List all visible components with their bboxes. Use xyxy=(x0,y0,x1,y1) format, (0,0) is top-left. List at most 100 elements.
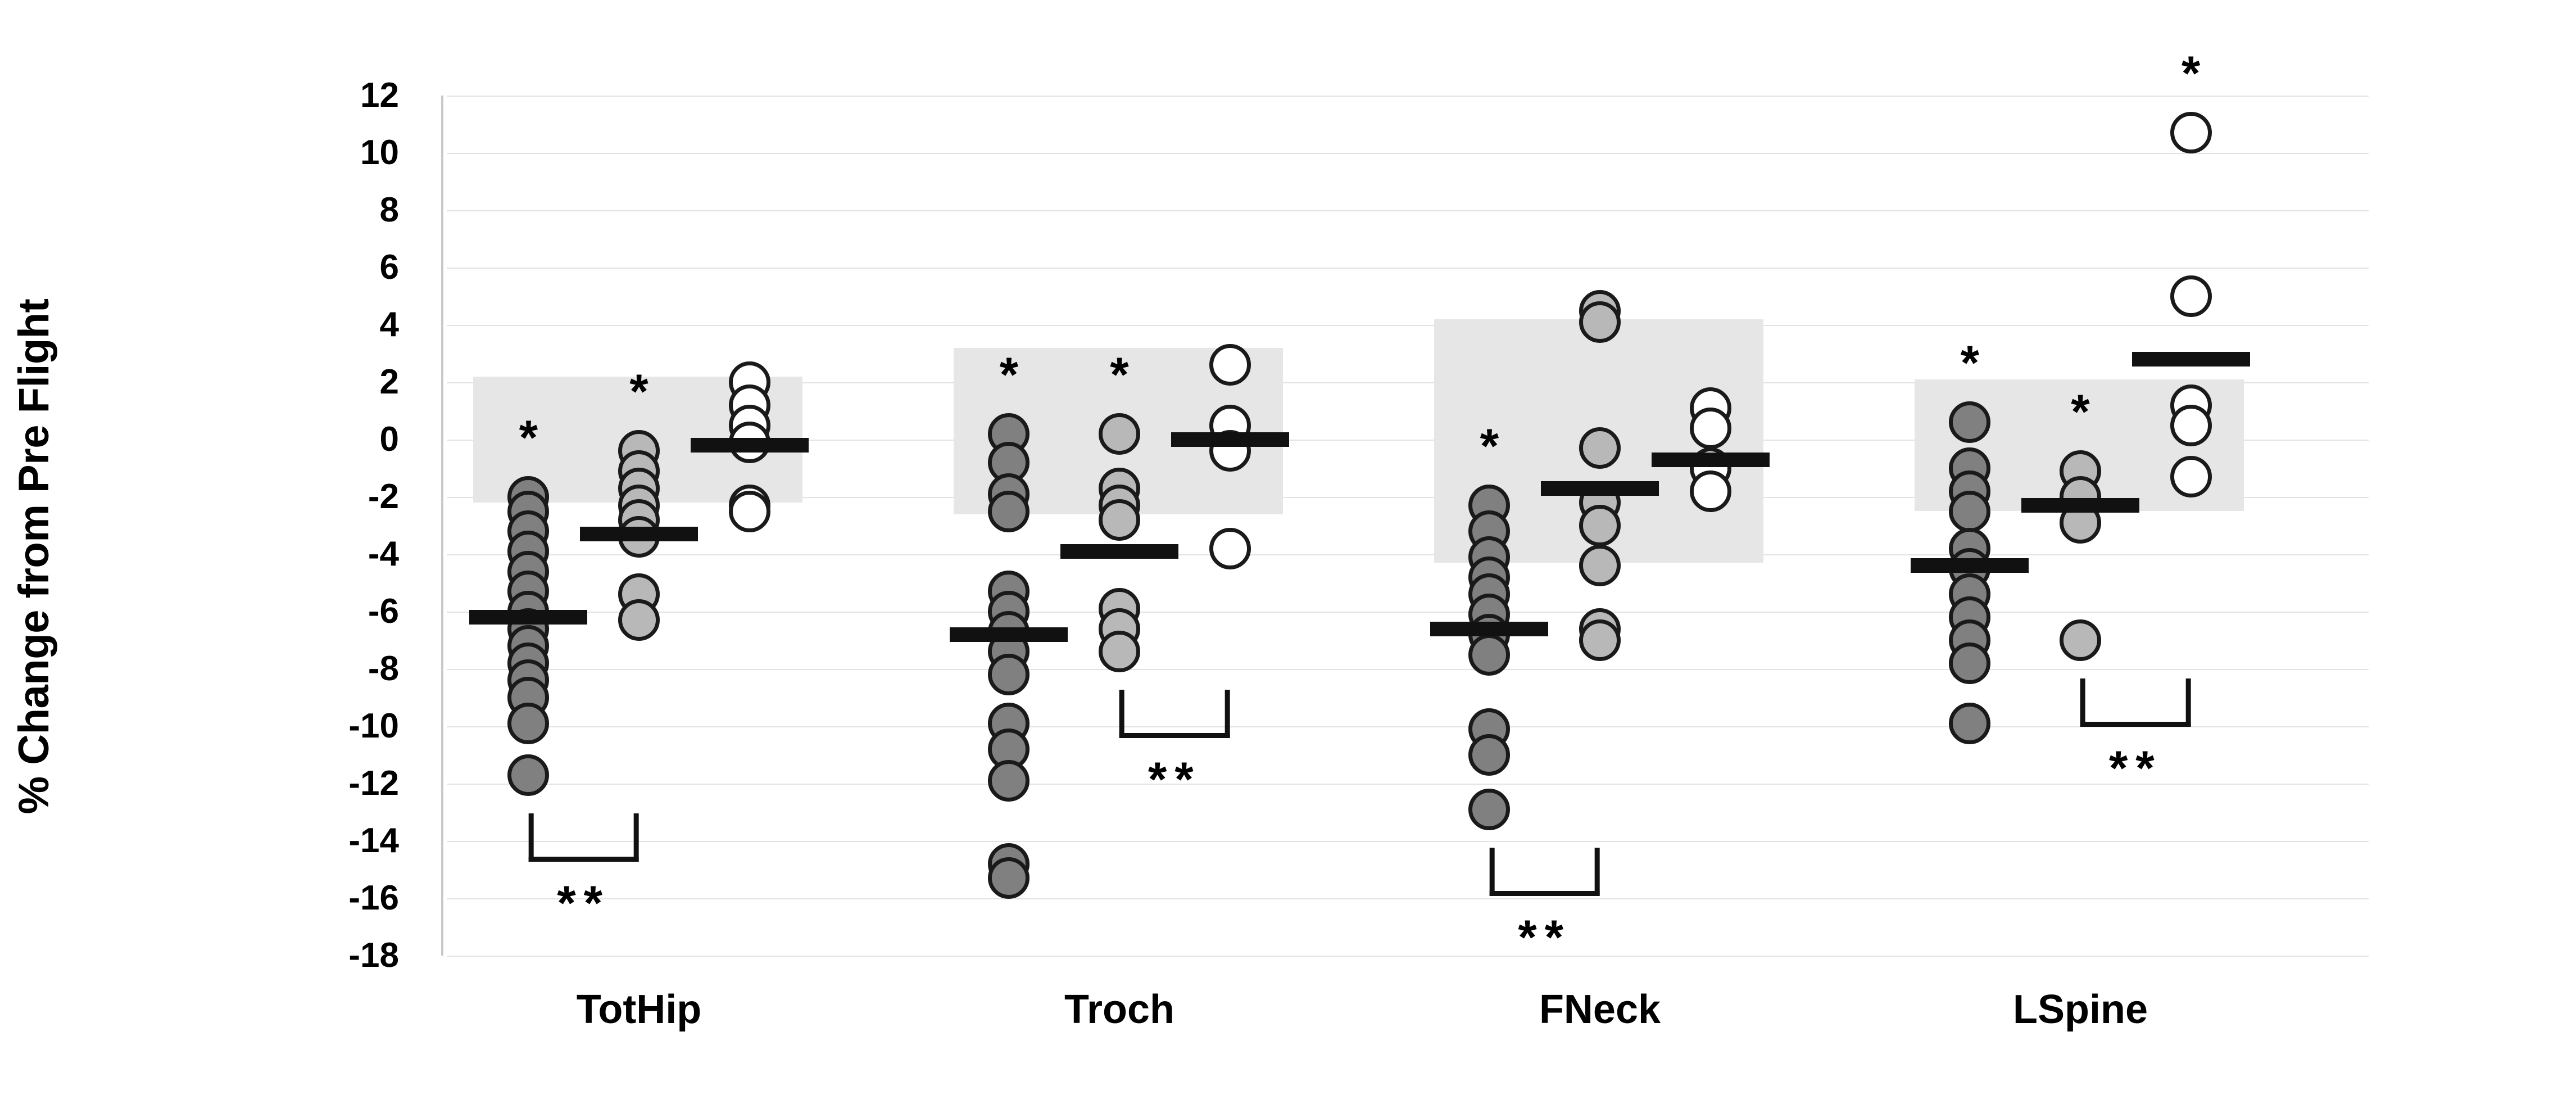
data-point xyxy=(1099,631,1140,673)
bracket-significance-label: ** xyxy=(1148,753,1201,807)
gridline xyxy=(447,784,2369,785)
y-tick-label: -14 xyxy=(348,821,399,860)
mean-marker xyxy=(690,438,809,453)
data-point xyxy=(2170,404,2212,446)
data-point xyxy=(1689,407,1731,449)
data-point xyxy=(1099,413,1140,455)
data-point xyxy=(1579,427,1621,469)
mean-marker xyxy=(950,627,1068,642)
mean-marker xyxy=(1060,544,1178,559)
y-tick-label: -2 xyxy=(368,477,399,516)
y-axis-tick-labels: 12 10 8 6 4 2 0 -2 -4 -6 -8 -10 -12 -14 -16 -18 xyxy=(270,0,399,1113)
significance-asterisk: * xyxy=(2181,47,2201,101)
data-point xyxy=(1468,734,1511,776)
gridline xyxy=(447,726,2369,727)
y-tick-label: 10 xyxy=(360,133,399,172)
gridline xyxy=(447,96,2369,97)
data-point xyxy=(2060,619,2101,661)
data-point xyxy=(1468,788,1511,830)
y-tick-label: 2 xyxy=(379,363,399,401)
gridline xyxy=(447,612,2369,613)
data-point xyxy=(1099,499,1140,541)
y-tick-label: 8 xyxy=(379,191,399,229)
mean-marker xyxy=(1430,621,1549,636)
gridline xyxy=(447,497,2369,498)
gridline xyxy=(447,669,2369,670)
gridline xyxy=(447,554,2369,555)
y-tick-label: -10 xyxy=(348,707,399,745)
comparison-bracket xyxy=(1119,690,1230,739)
gridline xyxy=(447,268,2369,269)
mean-marker xyxy=(1171,432,1289,447)
x-tick-label: Troch xyxy=(1064,987,1175,1032)
mean-marker xyxy=(1541,481,1659,496)
y-tick-label: -6 xyxy=(368,592,399,631)
data-point xyxy=(1209,344,1251,386)
data-point xyxy=(1949,490,1991,532)
data-point xyxy=(988,654,1030,696)
data-point xyxy=(1689,470,1731,512)
y-tick-label: -18 xyxy=(348,936,399,975)
y-tick-label: -12 xyxy=(348,764,399,803)
mean-marker xyxy=(580,527,698,542)
gridline xyxy=(447,956,2369,957)
gridline xyxy=(447,841,2369,842)
data-point xyxy=(618,599,660,641)
gridline xyxy=(447,440,2369,441)
x-tick-label: LSpine xyxy=(2012,987,2148,1032)
data-point xyxy=(988,759,1030,802)
data-point xyxy=(2170,112,2212,154)
data-point xyxy=(1949,642,1991,684)
gridline xyxy=(447,153,2369,154)
significance-asterisk: * xyxy=(1960,336,1980,391)
x-tick-label: FNeck xyxy=(1539,987,1661,1032)
data-point xyxy=(728,490,770,532)
significance-asterisk: * xyxy=(999,347,1019,402)
data-point xyxy=(507,754,550,796)
gridline xyxy=(447,325,2369,326)
data-point xyxy=(1949,702,1991,744)
y-tick-label: 12 xyxy=(360,76,399,115)
y-tick-label: -16 xyxy=(348,879,399,917)
bracket-significance-label: ** xyxy=(1518,910,1572,965)
mean-marker xyxy=(1911,558,2029,573)
gridline xyxy=(447,898,2369,899)
significance-asterisk: * xyxy=(629,365,648,419)
data-point xyxy=(988,857,1030,899)
mean-marker xyxy=(2021,498,2139,513)
data-point xyxy=(1468,634,1511,676)
y-tick-label: -8 xyxy=(368,649,399,688)
y-tick-label: 0 xyxy=(379,420,399,459)
plot-area: **************** xyxy=(441,49,2369,962)
data-point xyxy=(1579,505,1621,546)
gridline xyxy=(447,210,2369,211)
data-point xyxy=(2170,456,2212,498)
bracket-significance-label: ** xyxy=(2108,741,2162,795)
y-tick-label: 6 xyxy=(379,248,399,287)
data-point xyxy=(988,490,1030,532)
y-axis-title: % Change from Pre Flight xyxy=(10,298,58,815)
y-axis-line xyxy=(441,96,443,956)
data-point xyxy=(1209,527,1251,569)
data-point xyxy=(1579,301,1621,343)
data-point xyxy=(1949,401,1991,444)
x-tick-label: TotHip xyxy=(576,987,702,1032)
comparison-bracket xyxy=(528,813,639,862)
significance-asterisk: * xyxy=(1110,347,1129,402)
comparison-bracket xyxy=(2080,678,2191,727)
y-tick-label: -4 xyxy=(368,535,399,573)
mean-marker xyxy=(2131,352,2250,367)
comparison-bracket xyxy=(1489,847,1600,896)
significance-asterisk: * xyxy=(519,411,538,465)
mean-marker xyxy=(1651,452,1770,467)
data-point xyxy=(2170,275,2212,317)
bracket-significance-label: ** xyxy=(557,876,611,930)
gridline xyxy=(447,382,2369,383)
data-point xyxy=(507,702,550,744)
y-tick-label: 4 xyxy=(379,305,399,344)
data-point xyxy=(1579,619,1621,661)
data-point xyxy=(1579,545,1621,587)
significance-asterisk: * xyxy=(2071,385,2090,440)
mean-marker xyxy=(469,610,588,625)
